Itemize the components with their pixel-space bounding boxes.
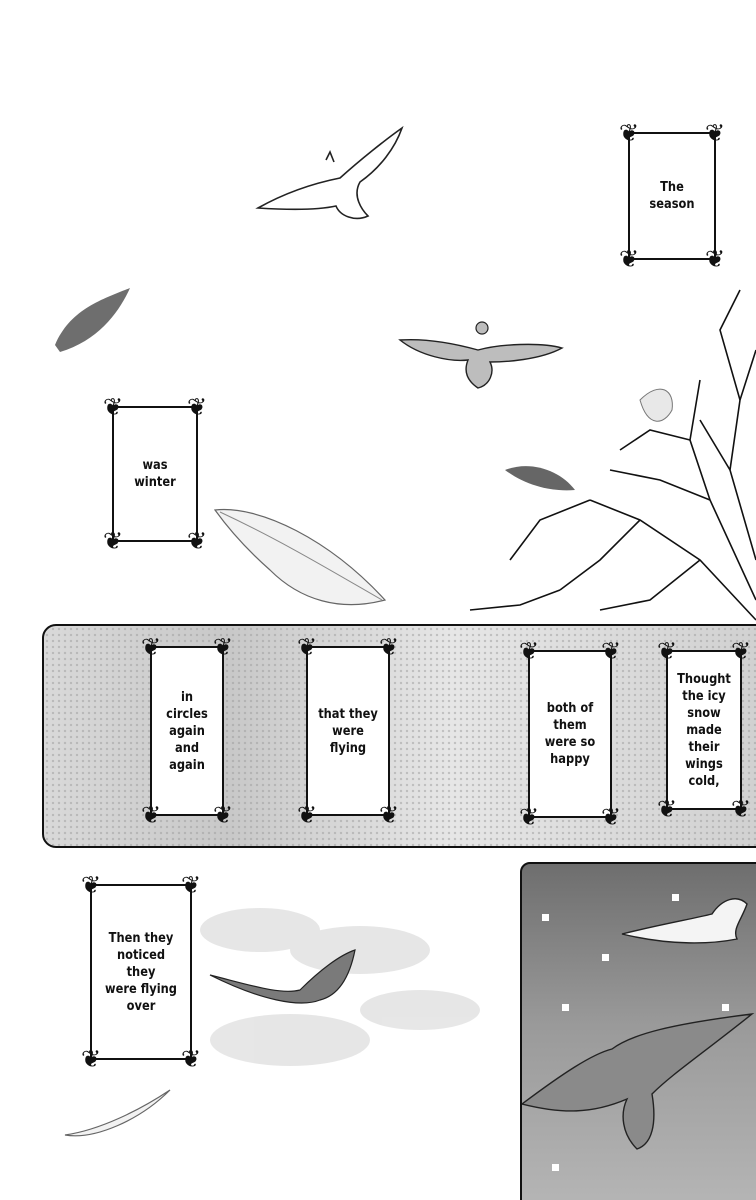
snowflake bbox=[602, 954, 609, 961]
ornament-corner: ❦ bbox=[600, 803, 622, 831]
sky-birds bbox=[522, 898, 755, 1150]
ornament-corner: ❦ bbox=[80, 1045, 102, 1073]
ornament-corner: ❦ bbox=[518, 803, 540, 831]
caption-the-season: ❦ ❦ ❦ ❦ The season bbox=[619, 120, 725, 272]
ornament-corner: ❦ bbox=[618, 245, 640, 273]
clouds bbox=[200, 908, 480, 1066]
caption-text: The season bbox=[649, 180, 695, 212]
caption-thought: ❦ ❦ ❦ ❦ Thought the icy snow made their … bbox=[657, 638, 751, 822]
caption-then-they: ❦ ❦ ❦ ❦ Then they noticed they were flyi… bbox=[81, 872, 201, 1072]
caption-text: Thought the icy snow made their wings co… bbox=[677, 671, 731, 789]
ornament-corner: ❦ bbox=[656, 795, 678, 823]
snowflake bbox=[542, 914, 549, 921]
caption-text: that they were flying bbox=[318, 706, 378, 756]
snowflake bbox=[672, 894, 679, 901]
ornament-corner: ❦ bbox=[600, 637, 622, 665]
ornament-corner: ❦ bbox=[140, 633, 162, 661]
ornament-corner: ❦ bbox=[618, 119, 640, 147]
ornament-corner: ❦ bbox=[704, 119, 726, 147]
ornament-corner: ❦ bbox=[212, 801, 234, 829]
caption-text: in circles again and again bbox=[166, 689, 208, 773]
tree-branches bbox=[469, 289, 756, 621]
bird-pair-clouds bbox=[209, 949, 356, 1004]
ornament-corner: ❦ bbox=[378, 633, 400, 661]
ornament-corner: ❦ bbox=[140, 801, 162, 829]
caption-text: Then they noticed they were flying over bbox=[105, 930, 177, 1014]
gull-top bbox=[255, 125, 404, 220]
dark-feather bbox=[55, 288, 130, 352]
dove-middle bbox=[398, 321, 564, 389]
ornament-corner: ❦ bbox=[212, 633, 234, 661]
caption-both-of-them: ❦ ❦ ❦ ❦ both of them were so happy bbox=[519, 638, 621, 830]
ornament-corner: ❦ bbox=[730, 637, 752, 665]
ornament-corner: ❦ bbox=[704, 245, 726, 273]
caption-was-winter: ❦ ❦ ❦ ❦ was winter bbox=[103, 394, 207, 554]
caption-text: both of them were so happy bbox=[544, 701, 596, 767]
ornament-corner: ❦ bbox=[378, 801, 400, 829]
light-feather bbox=[213, 508, 387, 606]
ornament-corner: ❦ bbox=[656, 637, 678, 665]
ornament-corner: ❦ bbox=[80, 871, 102, 899]
snowflake bbox=[552, 1164, 559, 1171]
caption-that-they: ❦ ❦ ❦ ❦ that they were flying bbox=[297, 634, 399, 828]
ornament-corner: ❦ bbox=[102, 393, 124, 421]
ornament-corner: ❦ bbox=[180, 1045, 202, 1073]
sky-panel bbox=[520, 862, 756, 1200]
ornament-corner: ❦ bbox=[296, 801, 318, 829]
ornament-corner: ❦ bbox=[296, 633, 318, 661]
caption-in-circles: ❦ ❦ ❦ ❦ in circles again and again bbox=[141, 634, 233, 828]
ornament-corner: ❦ bbox=[186, 393, 208, 421]
ornament-corner: ❦ bbox=[730, 795, 752, 823]
snowflake bbox=[562, 1004, 569, 1011]
dark-feather-right bbox=[505, 466, 575, 491]
ornament-corner: ❦ bbox=[102, 527, 124, 555]
feather-bottom-left bbox=[64, 1089, 171, 1137]
ornament-corner: ❦ bbox=[186, 527, 208, 555]
ornament-corner: ❦ bbox=[518, 637, 540, 665]
caption-text: was winter bbox=[134, 458, 176, 490]
snowflake bbox=[722, 1004, 729, 1011]
ornament-corner: ❦ bbox=[180, 871, 202, 899]
small-feather bbox=[639, 388, 673, 422]
